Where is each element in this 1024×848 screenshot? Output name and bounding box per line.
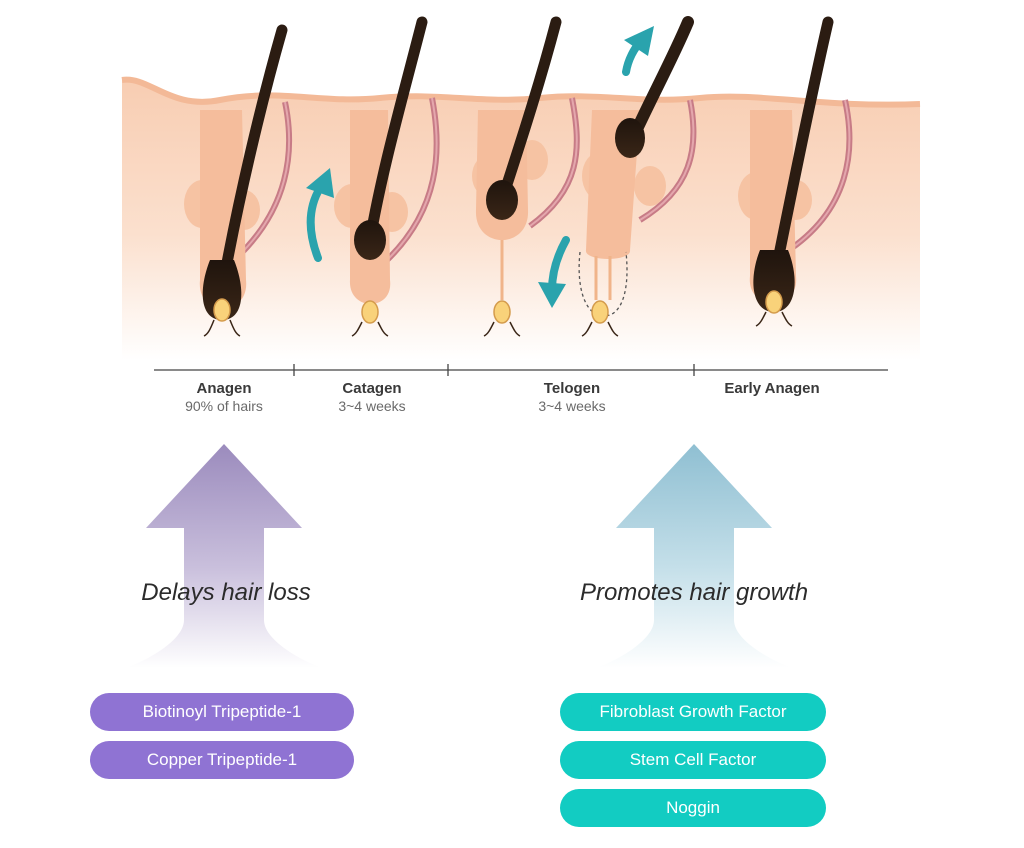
stage-sub: 3~4 weeks [338,398,406,414]
papilla-stalk [351,321,389,337]
ingredient-pill: Stem Cell Factor [560,741,826,779]
stage-label-telogen: Telogen 3~4 weeks [482,380,662,414]
stage-name: Catagen [342,380,402,397]
ingredient-pill: Copper Tripeptide-1 [90,741,354,779]
shed-outline [578,251,628,317]
skin-surface-line [121,76,921,108]
papilla-stalk [203,319,241,337]
follicle-sheath [199,110,247,309]
up-arrow-head [306,168,334,198]
up-arrow-head [624,26,654,56]
right-effect-arrow [596,444,792,668]
hair-club [615,118,645,158]
effect-label-delays-hair-loss: Delays hair loss [141,579,311,606]
dermal-papilla [493,300,511,324]
ingredient-pill: Biotinoyl Tripeptide-1 [90,693,354,731]
arrector-muscle-highlight [384,97,438,263]
stage-label-catagen: Catagen 3~4 weeks [282,380,462,414]
follicle-catagen [306,16,440,337]
arrector-muscle-highlight [231,101,291,263]
follicle-shedding [578,16,697,337]
dermal-papilla [361,300,379,324]
hair-bulb [202,260,242,320]
arrector-muscle-highlight [639,99,695,221]
up-arrow-icon [306,184,324,262]
effect-label-promotes-hair-growth: Promotes hair growth [579,579,809,606]
ingredient-pill: Noggin [560,789,826,827]
stage-sub: 3~4 weeks [538,398,606,414]
papilla-stalk [755,311,793,327]
stage-label-anagen: Anagen 90% of hairs [134,380,314,414]
stage-label-early-anagen: Early Anagen [682,380,862,398]
stage-name: Anagen [196,380,252,397]
dermal-papilla [591,300,609,324]
dermal-papilla [765,290,783,314]
follicle-anagen [184,24,293,337]
arrector-muscle-highlight [529,97,578,227]
stage-name: Early Anagen [724,380,820,397]
timeline [154,364,888,376]
stage-sub: 90% of hairs [185,398,263,414]
hair-club [354,220,386,260]
left-effect-arrow [126,444,322,668]
follicle-early-anagen [738,16,853,327]
papilla-stalk [483,321,521,337]
hair-shaft [364,16,428,246]
down-arrow-head [538,282,566,308]
hair-shaft [216,24,288,296]
papilla-stalk [581,321,619,337]
dermal-papilla [213,298,231,322]
follicle-telogen [472,16,580,337]
sebaceous-gland [634,166,666,206]
hair-shaft [768,16,834,286]
arrector-muscle-highlight [785,99,851,253]
hair-club [486,180,518,220]
ingredient-pill: Fibroblast Growth Factor [560,693,826,731]
follicle-sheath [349,110,391,304]
stage-name: Telogen [543,380,601,397]
hair-bulb [753,250,795,312]
